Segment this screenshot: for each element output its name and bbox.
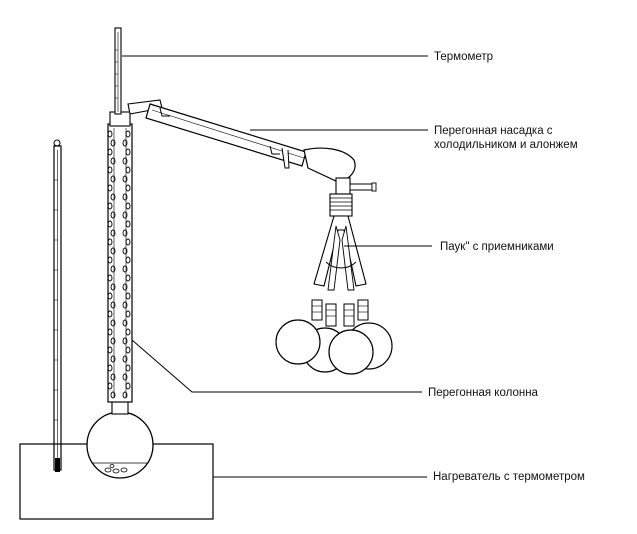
column-packing-ring (110, 211, 116, 219)
column-packing-ring (122, 319, 128, 327)
bath-thermometer (53, 139, 62, 472)
column-packing-ring (122, 211, 128, 219)
column-packing-ring (125, 220, 131, 228)
column-packing-ring (107, 292, 113, 300)
column-packing-ring (107, 184, 113, 192)
column-packing-ring (110, 283, 116, 291)
leader-lines (122, 55, 432, 478)
column-packing-ring (125, 382, 131, 390)
column-packing-ring (110, 391, 116, 399)
column-packing-ring (110, 265, 116, 273)
column-packing-ring (125, 148, 131, 156)
column-packing-ring (110, 193, 116, 201)
column-packing-ring (122, 301, 128, 309)
column-packing-ring (125, 274, 131, 282)
column-packing-ring (110, 319, 116, 327)
column-packing-ring (110, 301, 116, 309)
receiver-flasks (275, 319, 393, 375)
column-packing-ring (107, 238, 113, 246)
column-packing-ring (122, 283, 128, 291)
column-packing-ring (125, 310, 131, 318)
boiling-flask (86, 411, 154, 479)
column-packing-ring (107, 328, 113, 336)
column-packing-ring (110, 175, 116, 183)
column-packing-ring (110, 373, 116, 381)
column-packing-ring (110, 337, 116, 345)
column-packing-ring (122, 391, 128, 399)
column-packing-ring (122, 265, 128, 273)
column-packing-ring (125, 292, 131, 300)
label-distillation-head-line2: холодильником и алонжем (434, 139, 578, 151)
column-packing-ring (107, 166, 113, 174)
column-packing-ring (122, 247, 128, 255)
label-thermometer: Термометр (434, 51, 494, 63)
column-packing-ring (122, 229, 128, 237)
label-spider-adapter: Паук" с приемниками (440, 241, 554, 253)
label-column: Перегонная колонна (428, 387, 538, 399)
column-packing-ring (107, 364, 113, 372)
column-packing-ring (122, 157, 128, 165)
column-packing-ring (122, 355, 128, 363)
label-distillation-head-line1: Перегонная насадка с (434, 125, 553, 137)
spider-adapter (311, 193, 369, 327)
column-packing-ring (125, 166, 131, 174)
column-packing-ring (122, 175, 128, 183)
column-packing-ring (125, 202, 131, 210)
column-packing-ring (107, 130, 113, 138)
column-packing-ring (107, 382, 113, 390)
column-packing-ring (125, 238, 131, 246)
column-packing-ring (110, 229, 116, 237)
column-packing-ring (122, 139, 128, 147)
column-packing-ring (125, 346, 131, 354)
column-packing-ring (110, 247, 116, 255)
column-packing-ring (125, 184, 131, 192)
column-packing-ring (125, 364, 131, 372)
column-packing-ring (110, 157, 116, 165)
column-packing-ring (107, 256, 113, 264)
column-packing-ring (125, 328, 131, 336)
column-packing-ring (107, 274, 113, 282)
column-packing-ring (107, 220, 113, 228)
column-packing-ring (122, 337, 128, 345)
column-packing-ring (107, 346, 113, 354)
column-packing-ring (107, 148, 113, 156)
distillation-head-condenser (127, 99, 377, 195)
label-heater: Нагреватель с термометром (433, 471, 585, 483)
column-packing-ring (110, 139, 116, 147)
column-packing-ring (110, 355, 116, 363)
label-distillation-head: Перегонная насадка с холодильником и ало… (434, 124, 578, 152)
top-thermometer (114, 27, 122, 115)
column-packing-ring (107, 310, 113, 318)
column-packing-ring (125, 130, 131, 138)
column-packing-ring (122, 373, 128, 381)
column-packing-ring (107, 202, 113, 210)
fractionating-column (107, 111, 133, 415)
column-packing-ring (125, 256, 131, 264)
column-packing-ring (122, 193, 128, 201)
